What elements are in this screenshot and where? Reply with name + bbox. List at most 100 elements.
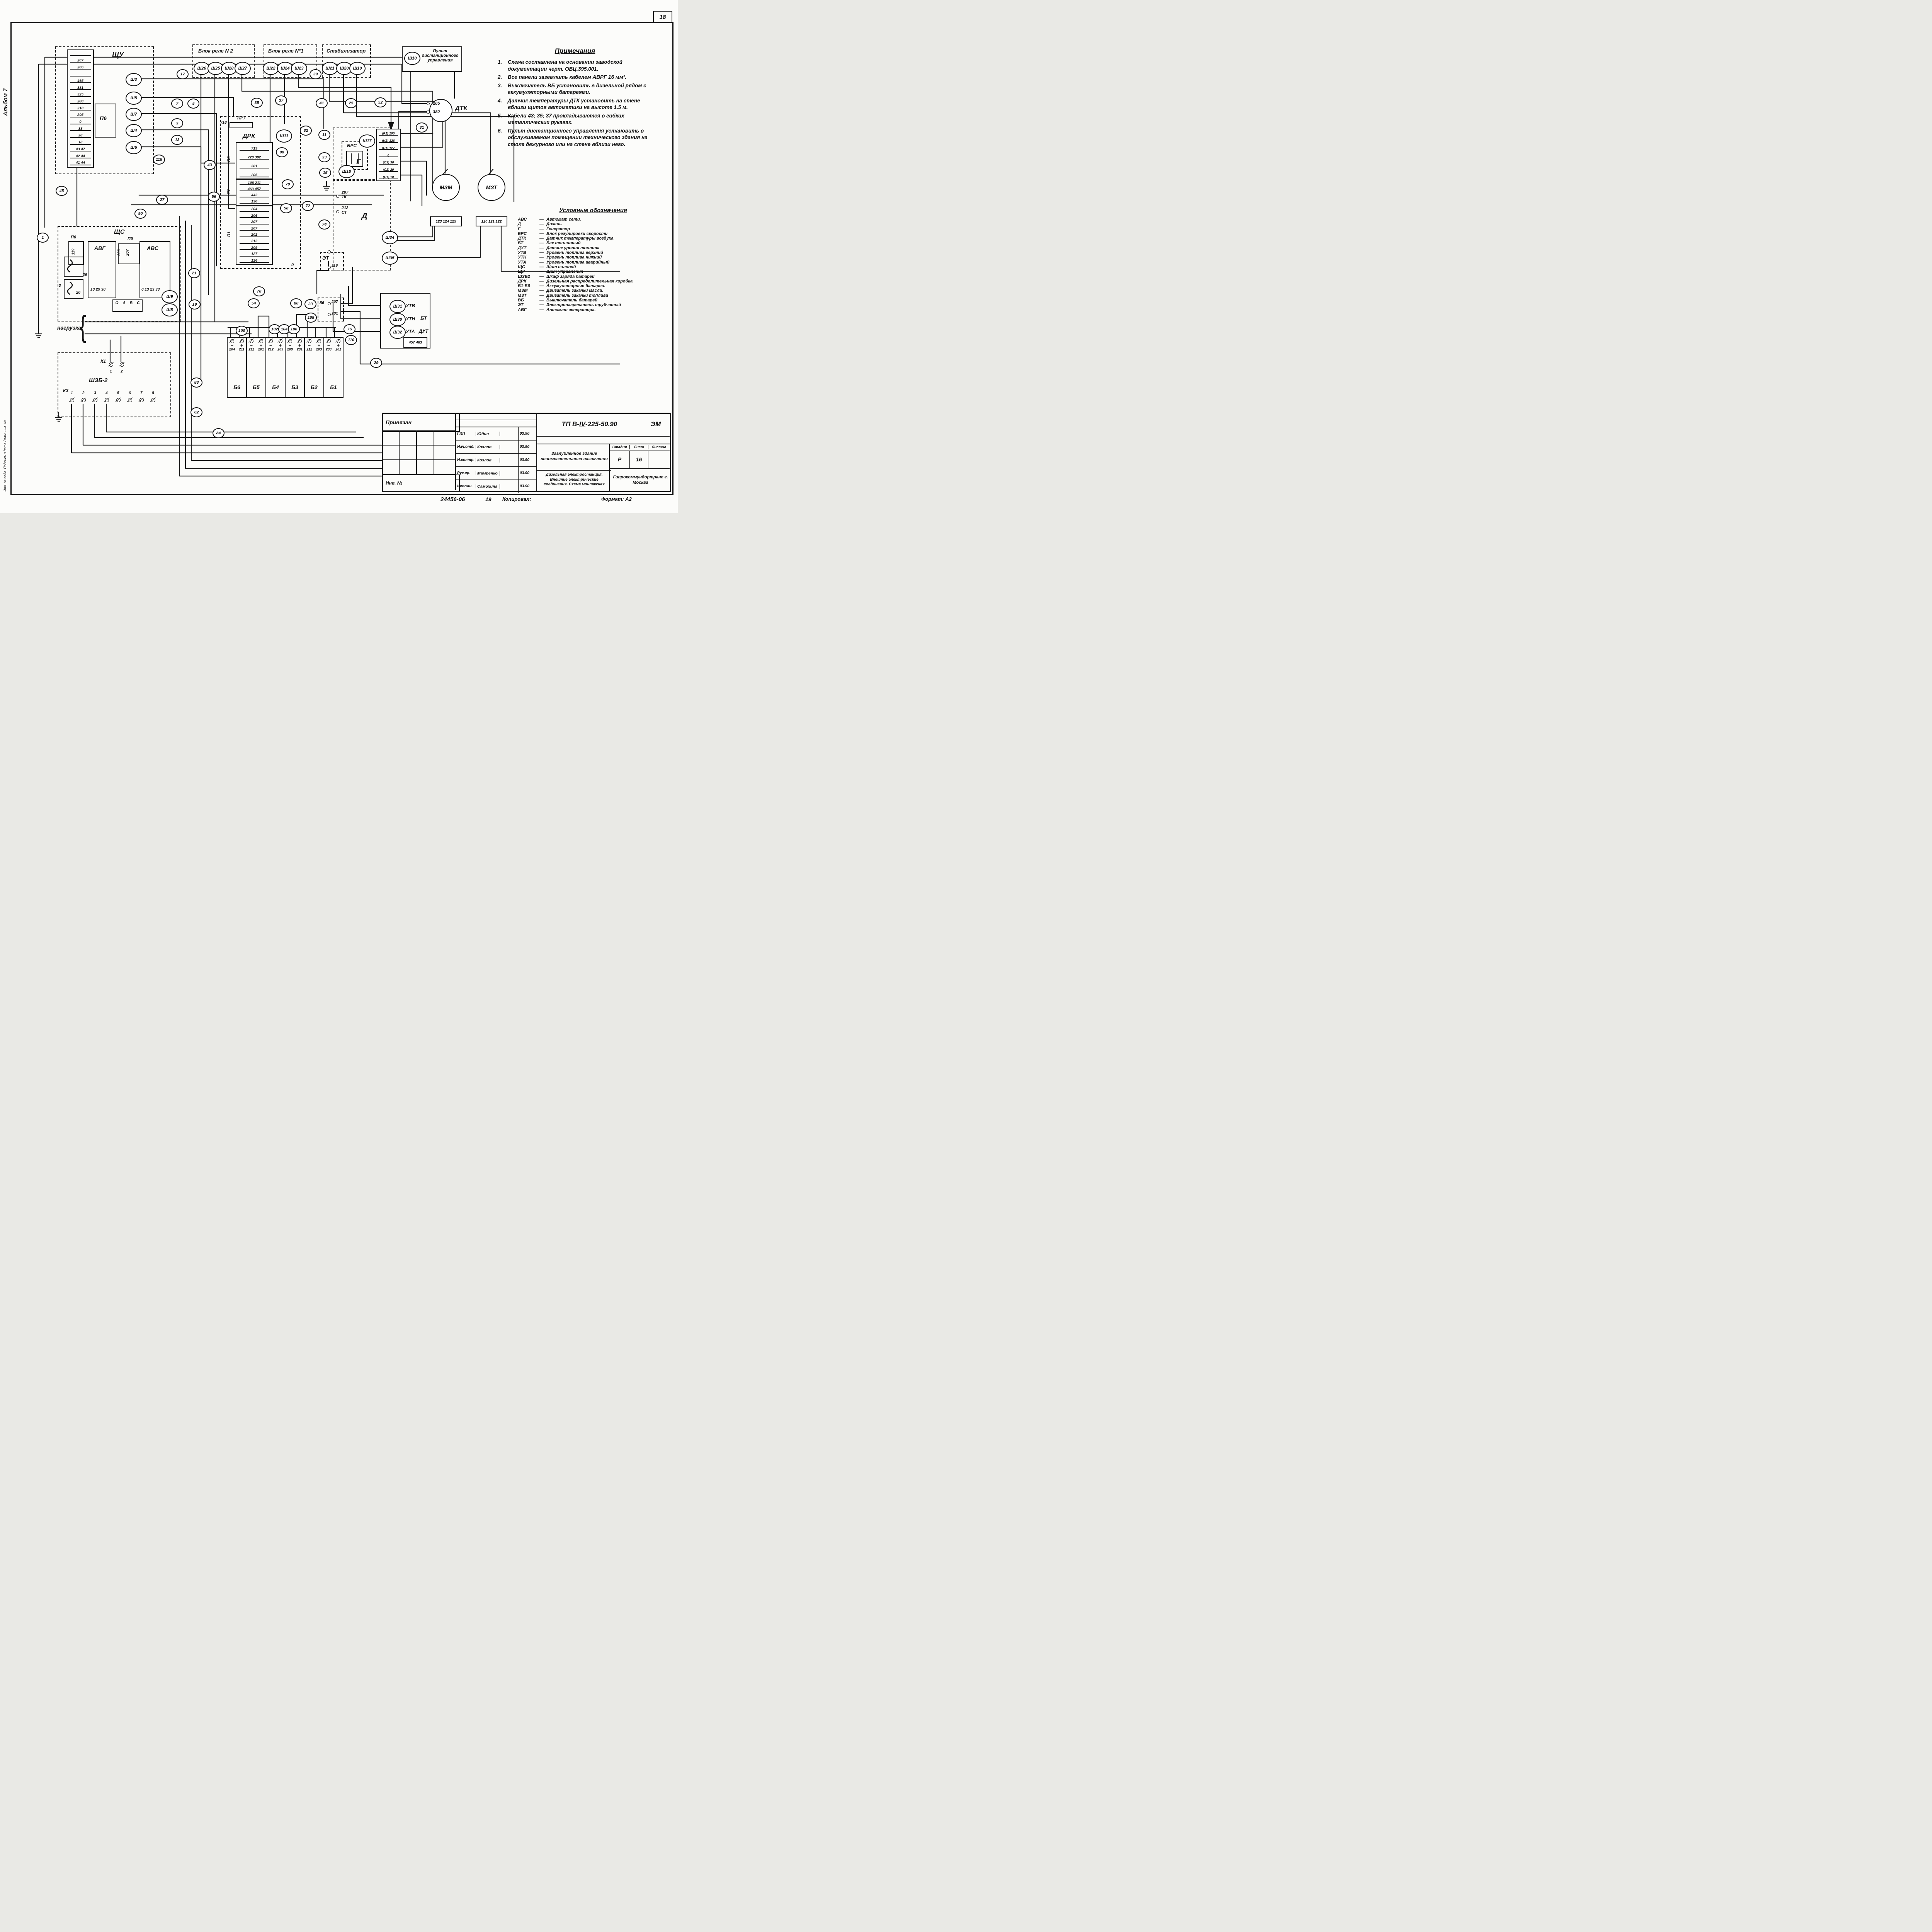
- terminal-row: (Р1) 100: [377, 129, 400, 137]
- legend-desc: Уровень топлива нижний: [546, 255, 602, 260]
- coil-box: [64, 257, 83, 277]
- panel-remote-console-title: Пульт дистанционного управления: [422, 49, 459, 63]
- stage-label: Стадия: [610, 445, 630, 449]
- bound-label: Привязан: [386, 419, 412, 425]
- coil-terminal-20: 20: [76, 291, 81, 295]
- avs-terminals: 0 13 23 33: [141, 287, 160, 292]
- terminal-slash: [120, 362, 124, 367]
- battery-cell: −203 +201 Б1: [324, 338, 343, 397]
- motor-mzm-label: МЗМ: [439, 184, 452, 190]
- terminal-slash: [307, 339, 311, 343]
- terminal-label: 212: [267, 347, 274, 351]
- terminal-row: 41 44: [68, 160, 93, 167]
- k3-terminal: 3: [94, 391, 96, 395]
- stage-value: Р: [610, 451, 630, 468]
- wire-number: 100: [236, 326, 248, 336]
- motor-mzt-label: МЗТ: [486, 184, 497, 190]
- battery-cell: −212 +209 Б4: [266, 338, 286, 397]
- connector-sh26: Ш26: [194, 62, 210, 75]
- legend-desc: Дизельная распределительная коробка: [546, 279, 633, 284]
- terminal-row: 209: [236, 245, 272, 252]
- minus-sign: −: [230, 343, 233, 348]
- panel-shs: [58, 226, 181, 321]
- terminal-row: 381: [68, 84, 93, 91]
- doc-code: ТП В-IV-225-50.90: [537, 413, 642, 436]
- terminal-row: 205: [68, 112, 93, 119]
- legend-dash: —: [539, 274, 544, 279]
- bus-terminal-o: О: [115, 301, 119, 305]
- sig-row: Рук.гр. Мамренко 03.90: [456, 467, 537, 480]
- connector-sh9: Ш9: [162, 290, 178, 303]
- wire-number: 110: [345, 335, 357, 345]
- shs-p5-terminal-207: 207: [125, 249, 130, 256]
- legend-desc: Автомат генератора.: [546, 307, 596, 312]
- terminal-label: 202: [251, 233, 257, 237]
- note-number: 3.: [498, 82, 502, 88]
- terminal-slash: [128, 398, 132, 402]
- terminal-label: 204: [251, 207, 257, 212]
- wire: [341, 311, 621, 365]
- terminal-label: 207: [251, 220, 257, 224]
- terminal-row: (Н1) 127: [377, 144, 400, 151]
- dut-terminals: 457 463: [408, 340, 422, 345]
- wire: [298, 73, 392, 123]
- terminal-label: 280: [77, 99, 83, 104]
- legend-desc: Щит силовой: [546, 264, 576, 269]
- battery-pos-terminal: +201: [257, 339, 265, 351]
- avg-box: [88, 241, 116, 298]
- terminal-label: 201: [258, 347, 264, 351]
- plus-sign: +: [279, 343, 282, 348]
- wire-number: 54: [248, 298, 260, 308]
- note-text: Все панели заземлить кабелем АВРГ 16 мм²…: [508, 74, 627, 80]
- wire-number: 58: [280, 203, 292, 213]
- generator-terminal-strip: (Р1) 100 (Н2) 126 (Н1) 127 0 (С3) 30 (С2…: [376, 129, 401, 181]
- terminal-label: 126: [251, 258, 257, 263]
- note-number: 5.: [498, 112, 502, 119]
- mzt-terminal-box: 120 121 122: [476, 216, 507, 226]
- legend-dash: —: [539, 255, 544, 260]
- terminal-row: 204: [236, 206, 272, 213]
- terminal-label: (С2) 20: [383, 168, 394, 172]
- connector-sh10: Ш10: [404, 52, 420, 65]
- wire: [396, 224, 434, 238]
- legend-desc: Блок регулировки скорости: [546, 231, 608, 236]
- legend-desc: Уровень топлива аварийный: [546, 260, 610, 265]
- oabc-strip: О А В С: [112, 299, 143, 312]
- legend-dash: —: [539, 303, 544, 308]
- wire-number: 13: [171, 135, 183, 145]
- terminal-slash: [327, 339, 331, 343]
- object-cell: Заглубленное здание вспомогательного наз…: [536, 444, 611, 471]
- coil-box: [64, 279, 83, 299]
- fuse-terminal-718: 718: [220, 121, 227, 125]
- terminal-label: 127: [251, 252, 257, 257]
- signature-scribble: [500, 454, 519, 466]
- grid-cell: [382, 460, 399, 474]
- terminal-row: 207: [236, 226, 272, 232]
- drk-p2-label: П2: [227, 189, 232, 195]
- sig-date: 03.90: [520, 445, 530, 449]
- battery-neg-terminal: −209: [286, 339, 294, 351]
- terminal-label: 325: [77, 92, 83, 97]
- shs-p6-terminal-119: 119: [71, 248, 76, 255]
- legend-desc: Дизель: [546, 222, 562, 227]
- panel-shu-title: ЩУ: [112, 51, 124, 59]
- grid-cell: [399, 460, 417, 474]
- contact-bar: [358, 153, 359, 164]
- battery-bank: −204 +211 Б6 −211 +201 Б5 −212 +209 Б4 −…: [227, 337, 344, 398]
- terminal-label: (С1) 10: [383, 175, 394, 179]
- terminal-label: 203: [325, 347, 332, 351]
- terminal-slash: [317, 339, 321, 343]
- legend-item: ДРК—Дизельная распределительная коробка: [518, 279, 668, 284]
- terminal-slash: [93, 398, 97, 402]
- terminal-label: 210: [77, 106, 83, 111]
- legend-abbr: ЭТ: [518, 303, 524, 308]
- wire-number: 76: [344, 324, 355, 334]
- legend-abbr: ЩС: [518, 264, 525, 269]
- terminal-label: 201: [251, 164, 257, 168]
- arrow-icon: [388, 122, 394, 131]
- org-cell: Гипрокоммундортранс г. Москва: [609, 468, 671, 492]
- legend-dash: —: [539, 222, 544, 227]
- vb-label-86: 86: [320, 301, 325, 305]
- subtitle-cell: Дизельная электростанция. Внешние электр…: [536, 468, 611, 492]
- shu-terminal-strip: 207 206 465 381 325 280 210 205 0 38 28 …: [67, 49, 94, 168]
